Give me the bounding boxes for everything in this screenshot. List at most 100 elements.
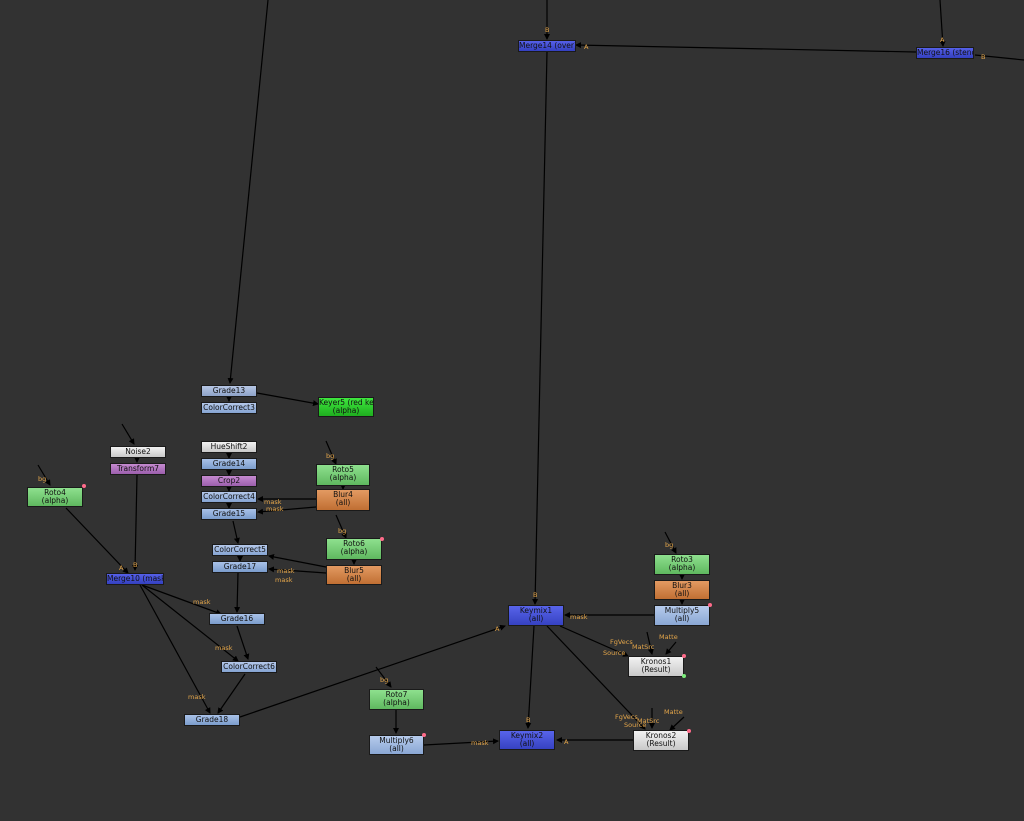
pipe-label: mask (277, 567, 295, 575)
node-title: Multiply5 (664, 606, 700, 615)
pipe-label: B (133, 561, 138, 569)
node-roto3[interactable]: Roto3(alpha) (654, 554, 710, 575)
node-grade16[interactable]: Grade16 (209, 613, 265, 625)
node-keymix2[interactable]: Keymix2(all) (499, 730, 555, 750)
node-noise2[interactable]: Noise2 (110, 446, 166, 458)
pipe-label: bg (380, 676, 389, 684)
mask-indicator (422, 733, 426, 737)
node-title: Grade18 (195, 715, 229, 724)
node-title: Kronos1 (640, 657, 672, 666)
node-keyer5[interactable]: Keyer5 (red keyer)(alpha) (318, 397, 374, 417)
pipe-label: B (981, 53, 986, 61)
pipe-label: FgVecs (615, 713, 638, 721)
mask-indicator (687, 729, 691, 733)
mask-indicator (82, 484, 86, 488)
node-subtitle: (all) (335, 498, 351, 507)
node-title: Keymix2 (510, 731, 544, 740)
node-subtitle: (all) (528, 614, 544, 623)
pipe-label: bg (338, 527, 347, 535)
pipe-label: MatSrc (637, 717, 660, 725)
node-hueshift2[interactable]: HueShift2 (201, 441, 257, 453)
node-subtitle: (Result) (646, 739, 676, 748)
node-roto4[interactable]: Roto4(alpha) (27, 487, 83, 507)
node-title: Kronos2 (645, 731, 677, 740)
node-subtitle: (alpha) (41, 496, 69, 505)
node-title: Roto6 (343, 539, 365, 548)
node-title: Grade16 (220, 614, 254, 623)
node-kronos2[interactable]: Kronos2(Result) (633, 730, 689, 751)
node-title: Transform7 (116, 464, 160, 473)
node-title: Roto5 (332, 465, 354, 474)
node-crop2[interactable]: Crop2 (201, 475, 257, 487)
node-grade14[interactable]: Grade14 (201, 458, 257, 470)
node-colorcorrect3[interactable]: ColorCorrect3 (201, 402, 257, 414)
node-title: ColorCorrect6 (223, 662, 275, 671)
node-title: Blur4 (333, 490, 353, 499)
pipe-label: mask (275, 576, 293, 584)
pipe-label: Matte (659, 633, 678, 641)
node-title: Roto7 (385, 690, 408, 699)
node-roto6[interactable]: Roto6(alpha) (326, 538, 382, 560)
pipe-label: A (940, 36, 945, 44)
pipe-label: mask (193, 598, 211, 606)
mask-indicator (682, 654, 686, 658)
mask-indicator (708, 603, 712, 607)
node-title: Noise2 (125, 447, 151, 456)
node-subtitle: (all) (519, 739, 535, 748)
node-subtitle: (all) (389, 744, 404, 753)
pipe-label: mask (188, 693, 206, 701)
node-disabled_node[interactable]: Grade13 (201, 385, 257, 397)
node-grade18[interactable]: Grade18 (184, 714, 240, 726)
node-multiply5[interactable]: Multiply5(all) (654, 605, 710, 626)
pipe-label: A (119, 564, 124, 572)
pipe-label: mask (264, 498, 282, 506)
node-keymix1[interactable]: Keymix1(all) (508, 605, 564, 626)
pipe-label: mask (266, 505, 284, 513)
node-colorcorrect4[interactable]: ColorCorrect4 (201, 491, 257, 503)
node-title: Merge10 (mask) (107, 574, 164, 583)
node-title: Blur5 (344, 566, 364, 575)
node-subtitle: (Result) (641, 665, 671, 674)
node-title: Grade15 (212, 509, 246, 518)
pipe-label: bg (665, 541, 674, 549)
node-title: Grade14 (212, 459, 246, 468)
node-subtitle: (alpha) (329, 473, 357, 482)
node-title: Keyer5 (red keyer) (319, 398, 374, 407)
node-grade15[interactable]: Grade15 (201, 508, 257, 520)
node-merge10[interactable]: Merge10 (mask) (106, 573, 164, 585)
node-merge14[interactable]: Merge14 (over) (518, 40, 576, 52)
node-title: HueShift2 (210, 442, 248, 451)
pipe-label: mask (570, 613, 588, 621)
pipe-label: Source (603, 649, 626, 657)
node-transform7[interactable]: Transform7 (110, 463, 166, 475)
node-subtitle: (all) (674, 614, 690, 623)
viewer-indicator (682, 674, 686, 678)
pipe-label: Source (624, 721, 647, 729)
node-colorcorrect5[interactable]: ColorCorrect5 (212, 544, 268, 556)
node-title: Keymix1 (519, 606, 553, 615)
node-roto5[interactable]: Roto5(alpha) (316, 464, 370, 486)
pipe-label: B (526, 716, 531, 724)
node-blur3[interactable]: Blur3(all) (654, 580, 710, 600)
node-merge16[interactable]: Merge16 (stencil) (916, 47, 974, 59)
node-subtitle: (all) (346, 574, 362, 583)
node-title: ColorCorrect4 (203, 492, 255, 501)
node-multiply6[interactable]: Multiply6(all) (369, 735, 424, 755)
node-colorcorrect6[interactable]: ColorCorrect6 (221, 661, 277, 673)
pipe-label: B (545, 26, 550, 34)
node-kronos1[interactable]: Kronos1(Result) (628, 656, 684, 677)
pipe-label: mask (471, 739, 489, 747)
pipe-label: bg (326, 452, 335, 460)
node-title: ColorCorrect5 (214, 545, 266, 554)
node-blur5[interactable]: Blur5(all) (326, 565, 382, 585)
pipe-label: A (564, 738, 569, 746)
node-grade17[interactable]: Grade17 (212, 561, 268, 573)
node-subtitle: (alpha) (668, 563, 696, 572)
node-blur4[interactable]: Blur4(all) (316, 489, 370, 511)
node-title: ColorCorrect3 (203, 403, 255, 412)
pipe-label: A (495, 625, 500, 633)
pipe-label: B (533, 591, 538, 599)
node-roto7[interactable]: Roto7(alpha) (369, 689, 424, 710)
